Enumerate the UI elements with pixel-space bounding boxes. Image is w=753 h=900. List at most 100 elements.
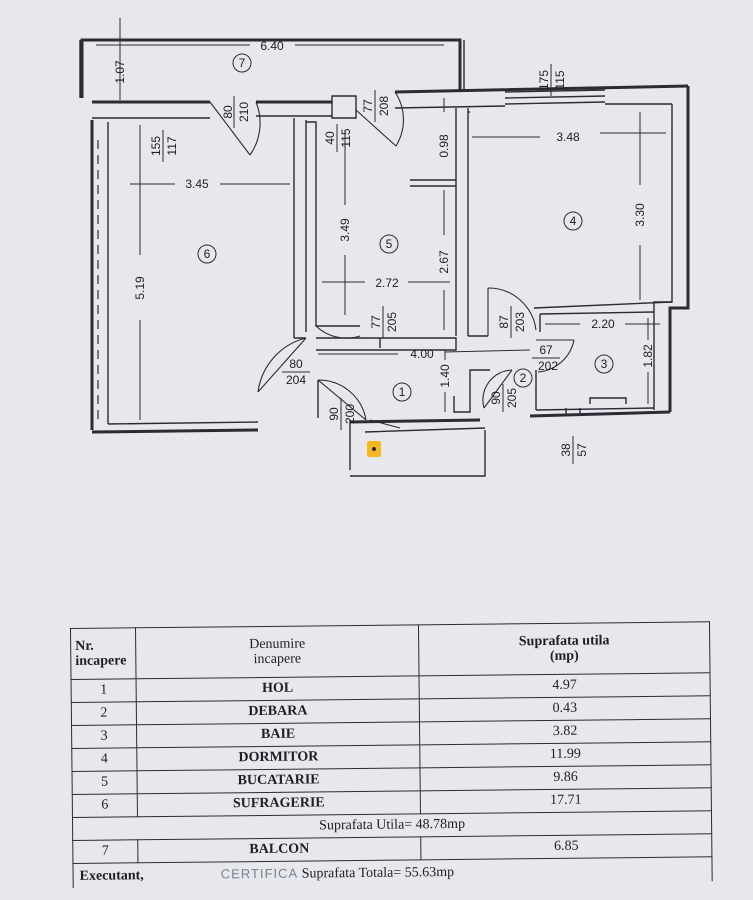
table-header-row: Nr. incapere Denumire incapere Suprafata… [70,621,711,680]
row-name: SUFRAGERIE [137,790,421,817]
dim-bedroom-width: 3.48 [556,130,580,144]
dim-window-living-h: 117 [165,136,179,155]
dim-line [369,419,401,429]
dim-door-storage2-w: 90 [489,391,503,405]
room-marker [197,244,217,264]
door-bedroom-arc [487,287,537,336]
dim-bath-width: 2.20 [591,317,615,331]
north-wall-inner [92,103,672,119]
room-number-5: 5 [386,237,393,251]
row-nr: 3 [71,724,137,749]
dim-door-bedroom-h: 203 [513,312,527,332]
south-wall [91,410,671,434]
row-name: DORMITOR [136,744,420,771]
door-balcony-arc [209,101,261,156]
hall-north [316,337,457,351]
balcony-area: 6.85 [420,833,712,860]
row-name: HOL [136,675,420,702]
dim-door-living-w: 80 [289,357,303,371]
dim-window-bedroom-w: 175 [537,70,551,90]
hall-south [317,369,537,418]
north-wall [92,84,689,104]
dim-window-bedroom-h: 115 [553,70,567,89]
header-nr-line2: incapere [75,653,127,669]
bath-window [565,397,627,416]
bedroom-window [504,89,606,105]
grand-total: Suprafata Totala= 55.63mp [301,864,455,882]
dim-door-living-h: 204 [286,373,306,387]
dim-door-kitchen-balcony-w: 77 [361,99,375,113]
balcony-nr: 7 [72,839,138,864]
room-number-2: 2 [520,371,527,385]
row-area: 9.86 [419,764,712,791]
row-area: 3.82 [419,718,711,745]
dim-window-bath-w: 38 [559,443,573,457]
dim-balcony-depth: 1.07 [113,60,127,84]
stamp-text: CERTIFICA [220,865,299,881]
dim-door-storage-h: 202 [538,359,558,373]
door-entrance-arc [317,379,367,421]
dim-door-entrance-w: 90 [327,407,341,421]
dim-kitchen-offset: 0.98 [437,134,451,158]
header-area: Suprafata utila (mp) [418,621,711,676]
room-marker [563,211,583,231]
door-storage-arc [536,339,575,373]
dim-door-kitchen-balcony-h: 208 [377,96,391,116]
row-area: 4.97 [419,672,711,699]
dim-window-kitchen-w: 40 [323,131,337,145]
dim-kitchen-height: 3.49 [338,218,352,242]
dim-door-bedroom-w: 87 [497,315,511,329]
dim-window-bath-h: 57 [575,443,589,457]
header-area-line2: (mp) [549,648,579,664]
room-number-3: 3 [601,357,608,371]
dim-door-entrance-h: 200 [343,404,357,424]
header-nr: Nr. incapere [70,627,137,680]
header-name: Denumire incapere [135,624,420,679]
row-nr: 5 [72,770,138,795]
room-marker [513,368,533,388]
row-nr: 4 [71,747,137,772]
door-kitchen-arc [315,325,361,339]
entrance-threshold [349,420,486,477]
bedroom-bath-partition [539,311,655,332]
dim-door-balcony-w: 80 [221,105,235,119]
dim-hall-width: 4.00 [410,347,434,361]
dim-kitchen-height2: 2.67 [437,250,451,274]
header-nr-line1: Nr. [75,638,94,654]
balcony-wall [80,38,462,98]
footer-row: Executant, CERTIFICA Suprafata Totala= 5… [72,856,713,888]
dim-living-width: 3.45 [185,177,209,191]
south-wall-inner [107,407,655,425]
room-marker [379,234,399,254]
kitchen-north-block [331,95,357,119]
room-number-6: 6 [204,247,211,261]
dim-kitchen-width: 2.72 [375,276,399,290]
area-table: Nr. incapere Denumire incapere Suprafata… [70,621,713,888]
row-name: BAIE [136,721,420,748]
dim-bath-height: 1.82 [641,344,655,368]
dim-door-storage2-h: 205 [505,388,519,408]
spacer [147,878,217,879]
balcony-name: BALCON [137,836,421,863]
executant-label: Executant, [79,867,144,884]
door-kitchen-balcony-arc [355,91,404,147]
dim-door-kitchen-w: 77 [369,315,383,329]
room-number-1: 1 [399,385,406,399]
marker-dot [372,447,376,451]
row-name: BUCATARIE [136,767,421,794]
room-marker [594,354,614,374]
dim-window-kitchen-h: 115 [339,128,353,147]
kitchen-east [410,108,469,336]
dim-hall-height: 1.40 [438,364,452,388]
dim-door-balcony-h: 210 [237,102,251,122]
dim-balcony-width: 6.40 [260,39,284,53]
row-area: 0.43 [419,695,711,722]
bedroom-west [468,111,673,337]
row-nr: 6 [72,793,138,818]
door-storage2-arc [482,369,513,409]
row-name: DEBARA [136,698,420,725]
row-area: 17.71 [420,787,712,814]
dim-bedroom-height: 3.30 [633,203,647,227]
dim-living-height: 5.19 [133,276,147,300]
room-number-4: 4 [570,214,577,228]
